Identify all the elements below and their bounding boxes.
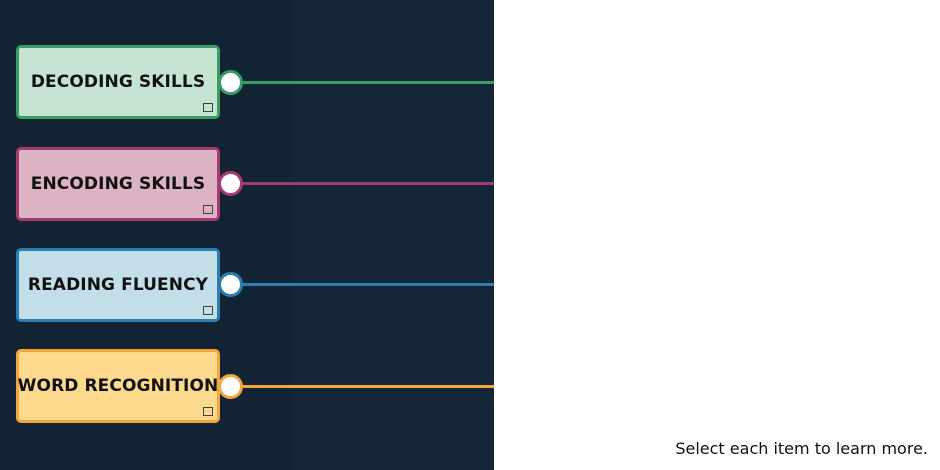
item-word-recognition[interactable]: WORD RECOGNITION <box>16 349 220 423</box>
expand-icon <box>203 306 213 315</box>
expand-icon <box>203 205 213 214</box>
expand-icon <box>203 407 213 416</box>
connector-line-recognition <box>230 385 494 388</box>
connector-knob-recognition[interactable] <box>218 374 243 399</box>
connector-knob-encoding[interactable] <box>218 171 243 196</box>
item-decoding-skills[interactable]: DECODING SKILLS <box>16 45 220 119</box>
item-label: WORD RECOGNITION <box>17 376 219 396</box>
item-label: DECODING SKILLS <box>30 72 206 92</box>
item-label: ENCODING SKILLS <box>30 174 206 194</box>
item-label: READING FLUENCY <box>27 275 209 295</box>
connector-knob-fluency[interactable] <box>218 272 243 297</box>
expand-icon <box>203 103 213 112</box>
instruction-text: Select each item to learn more. <box>675 439 928 458</box>
item-encoding-skills[interactable]: ENCODING SKILLS <box>16 147 220 221</box>
connector-line-encoding <box>230 182 494 185</box>
connector-line-decoding <box>230 81 494 84</box>
item-reading-fluency[interactable]: READING FLUENCY <box>16 248 220 322</box>
connector-knob-decoding[interactable] <box>218 70 243 95</box>
connector-line-fluency <box>230 283 494 286</box>
